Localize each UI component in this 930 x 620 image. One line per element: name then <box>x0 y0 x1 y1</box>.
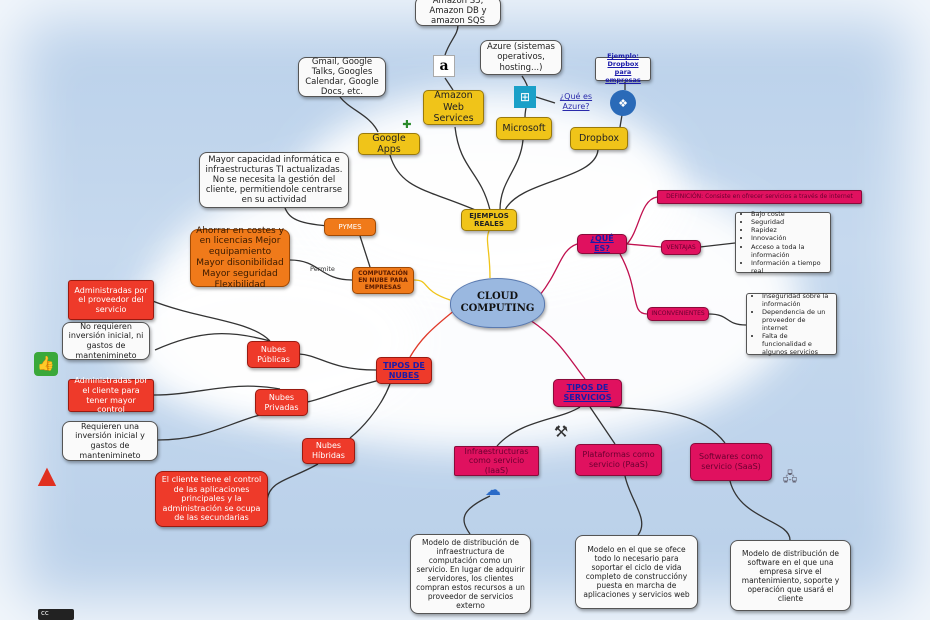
node-computacion-empresas[interactable]: COMPUTACIÓN EN NUBE PARA EMPRESAS <box>352 267 414 294</box>
aws-description: Amazon S3, Amazon DB y amazon SQS <box>415 0 501 26</box>
hibridas-description: El cliente tiene el control de las aplic… <box>155 471 268 527</box>
background-cloud <box>300 90 680 290</box>
list-item: Información a tiempo real <box>751 259 827 275</box>
dropbox-link[interactable]: Ejemplo: Dropbox para empresas <box>595 53 651 84</box>
privadas-administradas: Administradas por el cliente para tener … <box>68 376 154 414</box>
node-tipos-de-nubes[interactable]: TIPOS DE NUBES <box>376 357 432 384</box>
permite-label: Permite <box>310 265 335 273</box>
node-nubes-hibridas[interactable]: Nubes Híbridas <box>302 438 355 464</box>
node-pymes[interactable]: PYMES <box>324 218 376 236</box>
node-dropbox[interactable]: Dropbox <box>570 127 628 150</box>
node-iaas[interactable]: Infraestructuras como servicio (IaaS) <box>454 446 539 476</box>
list-item: Dependencia de un proveedor de internet <box>762 308 833 332</box>
list-item: Falta de funcionalidad e algunos servici… <box>762 332 833 356</box>
dropbox-icon: ❖ <box>610 90 636 116</box>
node-nubes-publicas[interactable]: Nubes Públicas <box>247 341 300 368</box>
list-item: Rapidez <box>751 226 827 234</box>
amazon-icon: a <box>433 55 455 77</box>
node-aws[interactable]: Amazon Web Services <box>423 90 484 125</box>
node-tipos-de-servicios[interactable]: TIPOS DE SERVICIOS <box>553 379 622 407</box>
warning-icon: ▲ <box>37 461 57 489</box>
node-inconvenientes[interactable]: INCONVENIENTES <box>647 307 709 321</box>
pymes-description: Mayor capacidad informática e infraestru… <box>199 152 349 208</box>
inconvenientes-list: Inseguridad sobre la informaciónDependen… <box>746 292 837 356</box>
list-item: Acceso a toda la información <box>751 243 827 259</box>
list-item: Innovación <box>751 234 827 242</box>
node-google-apps[interactable]: Google Apps <box>358 133 420 155</box>
iaas-description: Modelo de distribución de infraestructur… <box>410 534 531 614</box>
tools-icon: ⚒ <box>553 421 569 441</box>
cloud-upload-icon: ☁ <box>485 479 501 499</box>
benefits-box: Ahorrar en costes y en licencias Mejor e… <box>190 226 290 290</box>
publicas-administradas: Administradas por el proveedor del servi… <box>68 280 154 320</box>
network-computer-icon: 🖧 <box>782 470 798 485</box>
google-description: Gmail, Google Talks, Googles Calendar, G… <box>298 57 386 97</box>
publicas-inversion: No requieren inversión inicial, ni gasto… <box>62 322 150 360</box>
node-microsoft[interactable]: Microsoft <box>496 117 552 140</box>
cc-license-badge: cc <box>38 609 74 620</box>
thumbs-up-icon: 👍 <box>34 352 58 376</box>
list-item: Inseguridad sobre la información <box>762 292 833 308</box>
privadas-inversion: Requieren una inversión inicial y gastos… <box>62 421 158 461</box>
windows-icon: ⊞ <box>514 86 536 108</box>
node-que-es[interactable]: ¿QUÉ ES? <box>577 234 627 254</box>
node-saas[interactable]: Softwares como servicio (SaaS) <box>690 443 772 481</box>
node-paas[interactable]: Plataformas como servicio (PaaS) <box>575 444 662 476</box>
definicion-node: DEFINICIÓN: Consiste en ofrecer servicio… <box>657 190 862 204</box>
node-ventajas[interactable]: VENTAJAS <box>661 240 701 255</box>
list-item: Bajo coste <box>751 210 827 218</box>
node-ejemplos-reales[interactable]: EJEMPLOS REALES <box>461 209 517 231</box>
azure-description: Azure (sistemas operativos, hosting...) <box>480 40 562 75</box>
saas-description: Modelo de distribución de software en el… <box>730 540 851 611</box>
center-cloud-computing[interactable]: CLOUD COMPUTING <box>450 278 545 328</box>
google-icon: ✚ <box>402 117 412 131</box>
paas-description: Modelo en el que se ofece todo lo necesa… <box>575 535 698 609</box>
ventajas-list: Bajo costeSeguridadRapidezInnovaciónAcce… <box>735 210 831 275</box>
azure-link[interactable]: ¿Qué es Azure? <box>559 92 593 111</box>
node-nubes-privadas[interactable]: Nubes Privadas <box>255 389 308 416</box>
list-item: Seguridad <box>751 218 827 226</box>
